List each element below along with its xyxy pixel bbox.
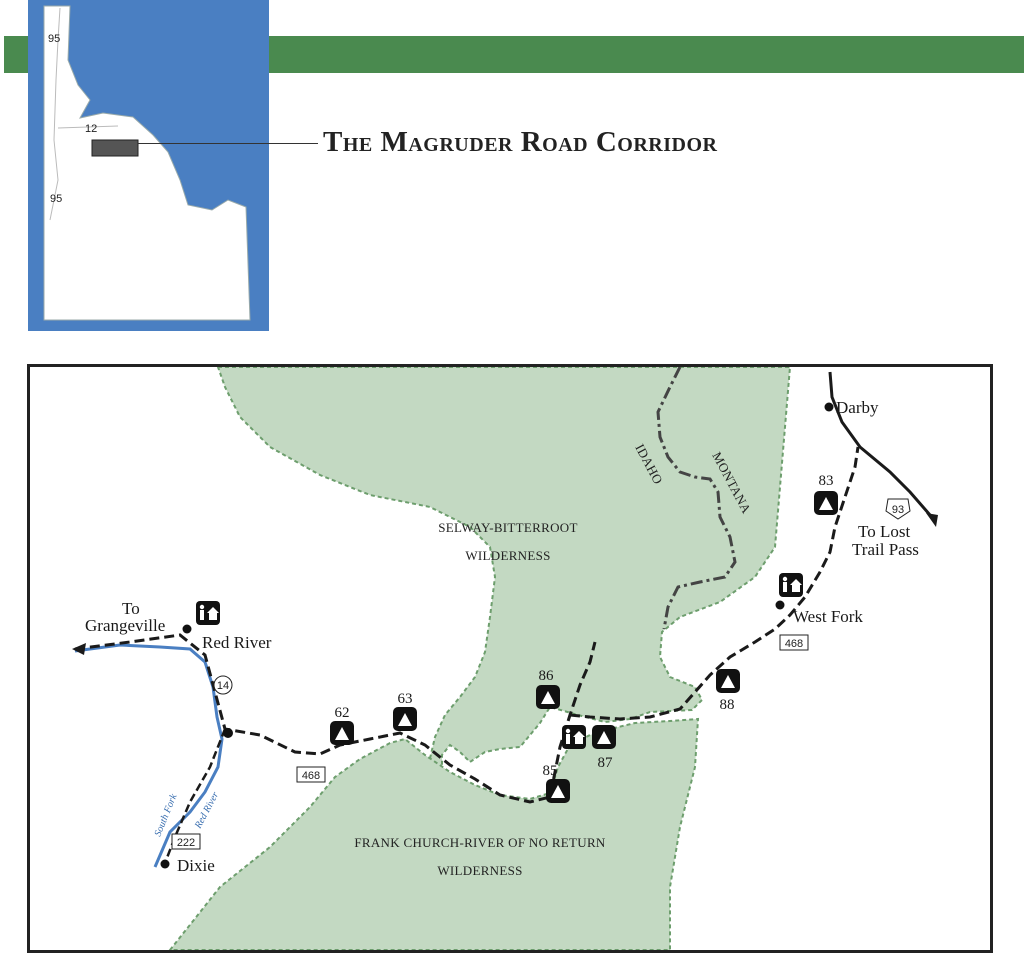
route-222-shield: 222 (171, 833, 201, 850)
to-lost-label-line2: Trail Pass (852, 540, 919, 559)
route-468-west-label: 468 (302, 770, 320, 782)
frank-church-wilderness-area (168, 717, 700, 950)
dixie-label: Dixie (177, 856, 215, 875)
idaho-montana-state-line (656, 367, 737, 630)
campground-86-label: 86 (539, 668, 555, 684)
magruder-road-468 (74, 446, 860, 804)
red-river-label: Red River (202, 633, 272, 652)
campground-62-label: 62 (335, 705, 350, 721)
red-river-waterway (74, 643, 224, 868)
route-468-east-shield: 468 (779, 634, 809, 651)
to-lost-label-line1: To Lost (858, 522, 910, 541)
selway-bitterroot-wilderness-area (216, 367, 792, 849)
road-222-to-dixie (163, 728, 227, 864)
ranger-station-icon-87 (562, 725, 586, 749)
red-river-water-label: Red River (192, 790, 221, 831)
route-14-label: 14 (217, 680, 229, 692)
corridor-map: SELWAY-BITTERROOT WILDERNESS FRANK CHURC… (27, 364, 993, 953)
ranger-station-icon-red-river (196, 601, 220, 625)
campground-88-label: 88 (720, 697, 735, 713)
to-grangeville-label-line2: Grangeville (85, 616, 165, 635)
page-title: The Magruder Road Corridor (323, 126, 718, 158)
to-grangeville-arrow (72, 643, 86, 655)
junction-point (223, 728, 233, 738)
campground-83-label: 83 (819, 473, 834, 489)
campground-85-label: 85 (543, 763, 558, 779)
route-222-label: 222 (177, 837, 195, 849)
to-lost-trail-pass-arrow (926, 513, 938, 527)
west-fork-point (775, 600, 785, 610)
campground-63-label: 63 (398, 691, 413, 707)
route-14-shield: 14 (213, 675, 233, 695)
idaho-state-shape (43, 5, 251, 321)
campground-88: 88 (716, 669, 740, 713)
route-468-west-shield: 468 (296, 766, 326, 783)
frank-church-label-line1: FRANK CHURCH-RIVER OF NO RETURN (354, 835, 606, 850)
campground-83: 83 (814, 473, 838, 515)
red-river-point (182, 624, 192, 634)
route-12-label: 12 (85, 123, 97, 135)
west-fork-label: West Fork (793, 607, 863, 626)
corridor-map-canvas: SELWAY-BITTERROOT WILDERNESS FRANK CHURC… (72, 367, 938, 950)
route-93-label: 93 (892, 504, 904, 516)
route-93-shield: 93 (885, 498, 911, 520)
campground-87-label: 87 (598, 755, 614, 771)
route-468-east-label: 468 (785, 638, 803, 650)
route-95-north-label: 95 (48, 33, 60, 45)
campground-85: 85 (543, 763, 570, 803)
frank-church-label-line2: WILDERNESS (437, 863, 522, 878)
campground-86: 86 (536, 668, 560, 709)
to-grangeville-label-line1: To (122, 599, 140, 618)
south-fork-label: South Fork (153, 792, 180, 838)
road-to-darby (828, 371, 932, 516)
route-95-south-label: 95 (50, 193, 62, 205)
campground-63: 63 (393, 691, 417, 731)
darby-label: Darby (836, 398, 879, 417)
ranger-station-icon-west-fork (779, 573, 803, 597)
idaho-outline-map: 95 12 95 (43, 5, 251, 321)
campground-87: 87 (592, 725, 616, 771)
selway-bitterroot-label-line1: SELWAY-BITTERROOT (438, 520, 577, 535)
dixie-point (160, 859, 170, 869)
idaho-locator-inset: 95 12 95 (28, 0, 269, 331)
darby-point (824, 402, 834, 412)
corridor-highlight (91, 139, 139, 157)
title-leader-line (138, 143, 318, 144)
campground-62: 62 (330, 705, 354, 745)
selway-bitterroot-label-line2: WILDERNESS (465, 548, 550, 563)
